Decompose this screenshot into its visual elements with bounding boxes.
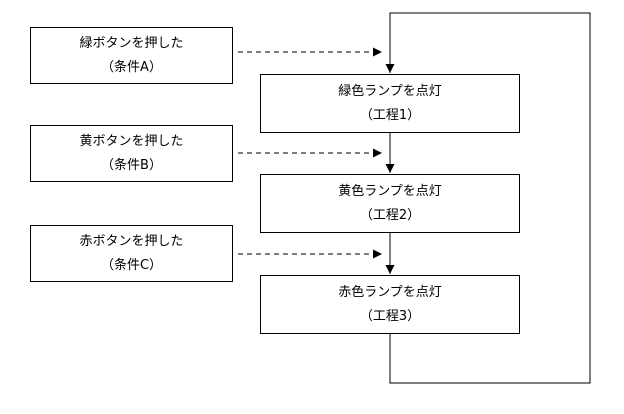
condition-c-label: （条件C） [100, 257, 163, 273]
condition-a-label: （条件A） [101, 59, 162, 75]
step-3-box: 赤色ランプを点灯 （工程3） [260, 275, 520, 334]
condition-b-label: （条件B） [101, 157, 162, 173]
step-2-label: （工程2） [359, 207, 421, 223]
condition-b-action: 黄ボタンを押した [79, 133, 184, 149]
condition-a-action: 緑ボタンを押した [79, 35, 184, 51]
step-2-box: 黄色ランプを点灯 （工程2） [260, 174, 520, 233]
step-2-action: 黄色ランプを点灯 [338, 183, 442, 199]
condition-b-box: 黄ボタンを押した （条件B） [30, 125, 233, 182]
loop-back-line [385, 12, 591, 384]
step-3-label: （工程3） [359, 308, 421, 324]
condition-c-action: 赤ボタンを押した [79, 233, 184, 249]
condition-a-box: 緑ボタンを押した （条件A） [30, 27, 233, 84]
step-1-label: （工程1） [359, 107, 421, 123]
step-3-action: 赤色ランプを点灯 [338, 284, 442, 300]
step-1-box: 緑色ランプを点灯 （工程1） [260, 74, 520, 133]
step-1-action: 緑色ランプを点灯 [338, 83, 442, 99]
condition-c-box: 赤ボタンを押した （条件C） [30, 225, 233, 282]
